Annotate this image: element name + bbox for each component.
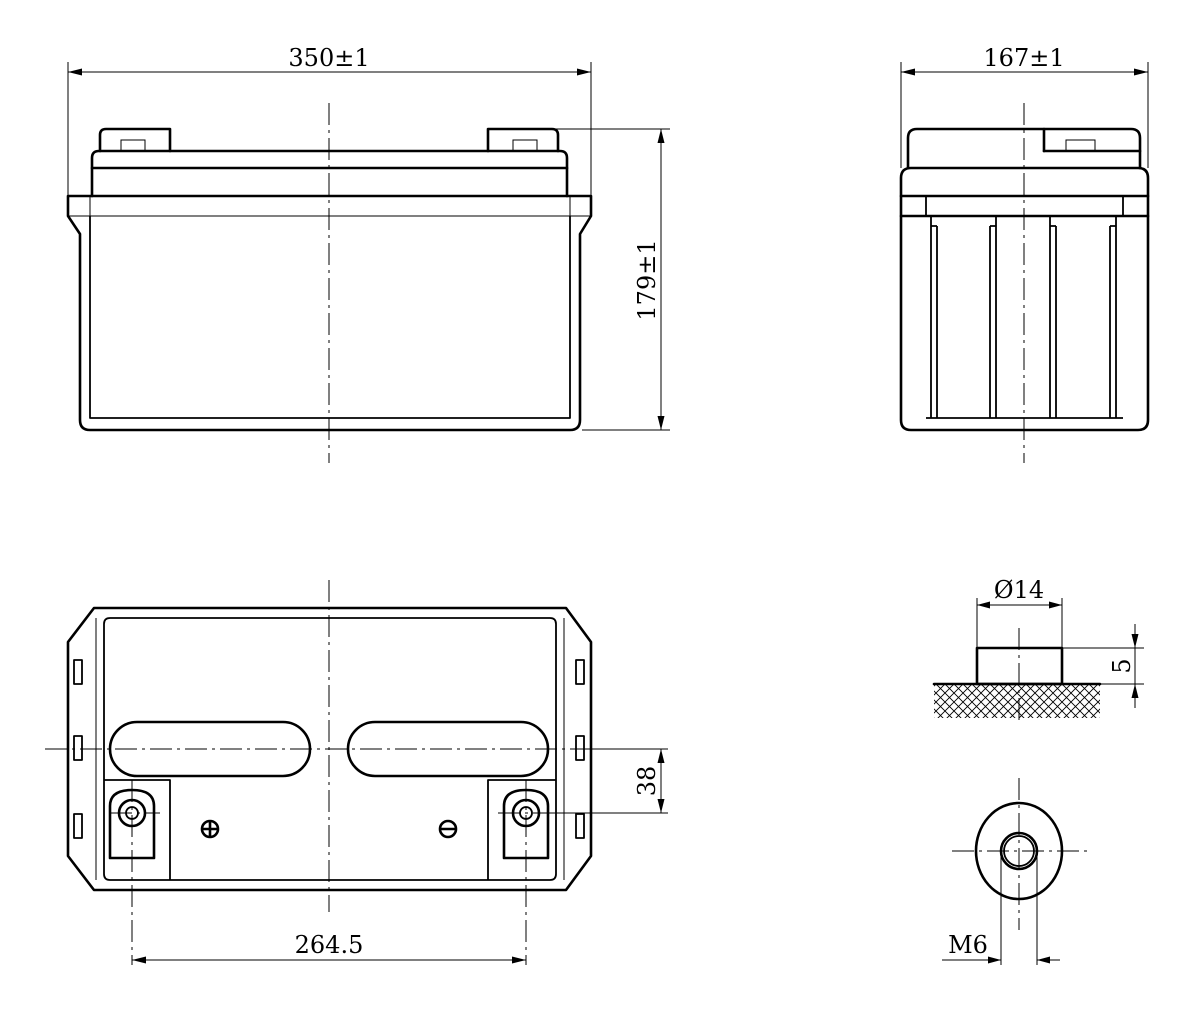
left-handle <box>108 720 312 778</box>
side-lid <box>906 127 1142 170</box>
thread-label: M6 <box>948 931 988 959</box>
front-left-lid-tab <box>98 127 172 153</box>
terminal-detail-side: Ø14 5 <box>932 576 1144 722</box>
terminal-detail-top: M6 <box>942 778 1090 965</box>
terminal-diameter-dimension: Ø14 <box>976 576 1063 648</box>
negative-terminal-symbol <box>438 819 458 839</box>
side-view: 167±1 <box>899 44 1150 463</box>
side-width-dimension: 167±1 <box>900 44 1149 168</box>
side-body <box>899 166 1150 432</box>
top-view: 38 264.5 <box>45 580 668 965</box>
terminal-height-dimension: 5 <box>1062 624 1144 708</box>
side-width-label: 167±1 <box>983 44 1064 72</box>
terminal-spacing-label: 264.5 <box>295 931 364 959</box>
front-width-label: 350±1 <box>288 44 369 72</box>
front-height-label: 179±1 <box>633 239 661 320</box>
terminal-spacing-dimension: 264.5 <box>132 931 526 964</box>
terminal-offset-dimension: 38 <box>538 748 668 814</box>
front-height-dimension: 179±1 <box>552 128 670 431</box>
side-ribs <box>930 216 1117 418</box>
positive-terminal-symbol <box>200 819 220 839</box>
top-outline <box>66 606 593 892</box>
terminal-diameter-label: Ø14 <box>994 576 1044 604</box>
terminal-height-label: 5 <box>1108 658 1136 673</box>
thread-dimension: M6 <box>942 931 1060 964</box>
front-view: 350±1 179±1 <box>66 44 670 463</box>
front-flange <box>66 194 593 432</box>
terminal-offset-label: 38 <box>633 766 661 797</box>
top-side-slots <box>73 659 585 839</box>
